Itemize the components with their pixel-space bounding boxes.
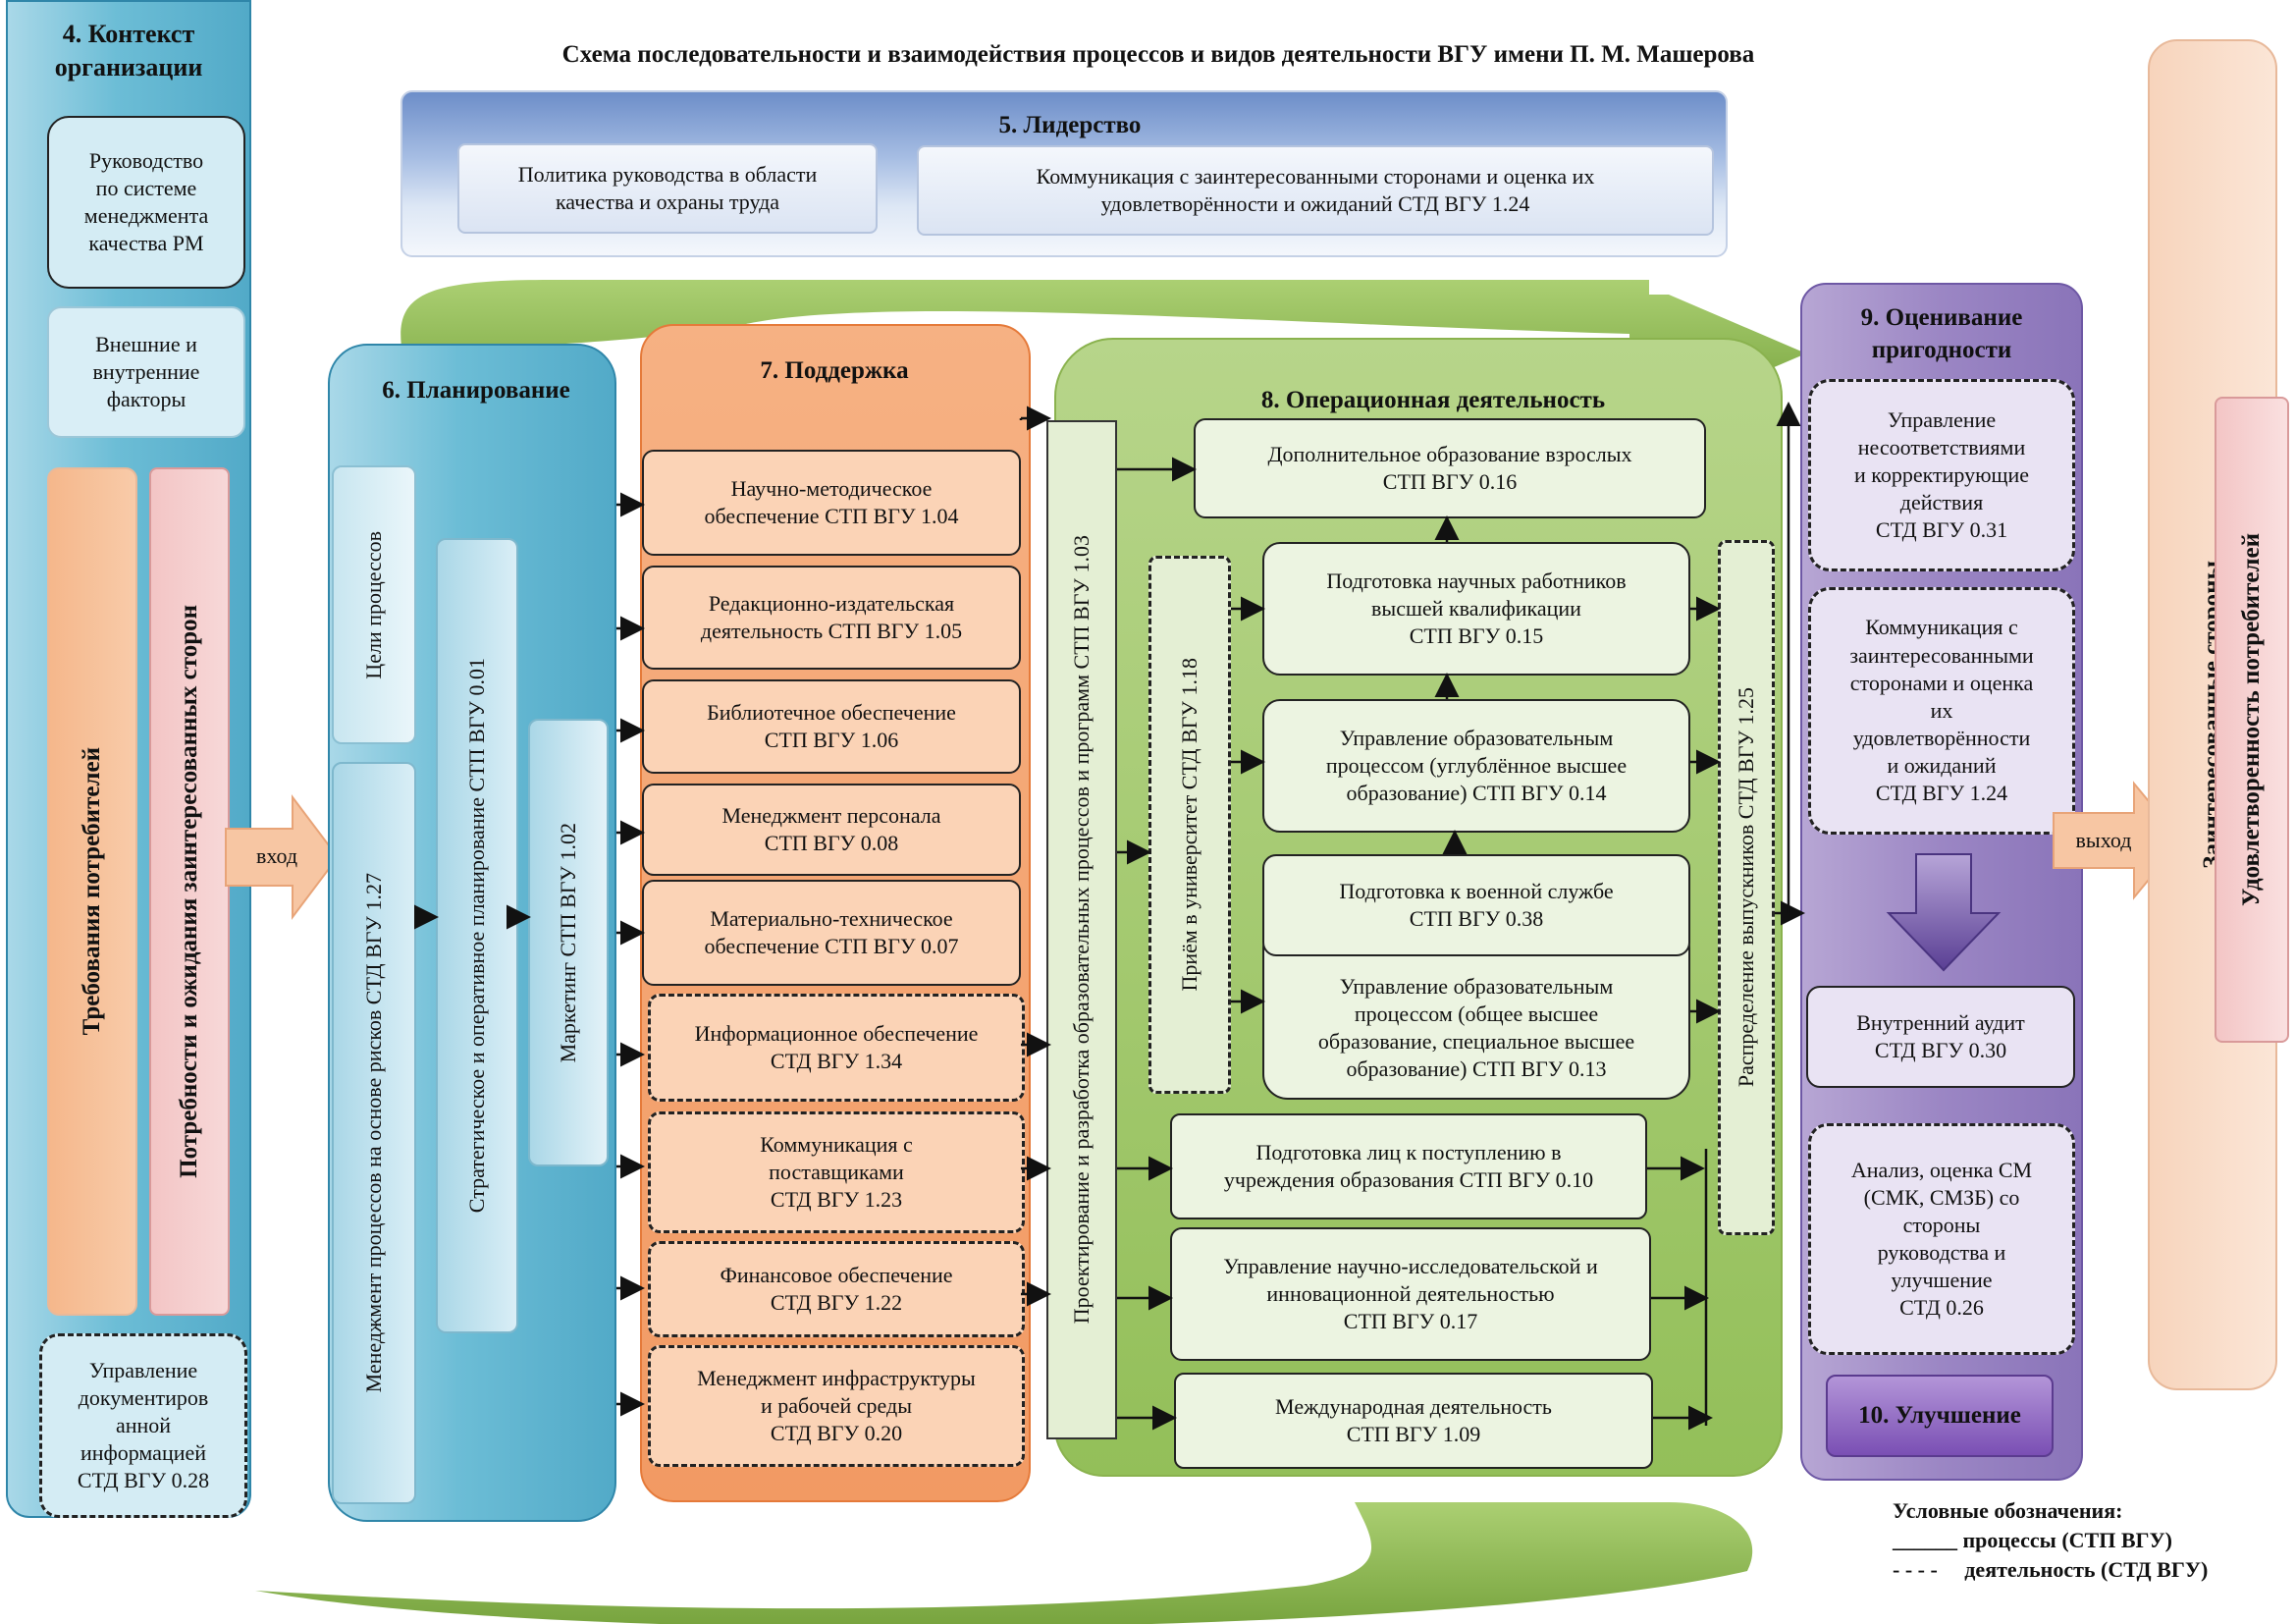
docs-management-box: Управление документиров анной информацие…: [39, 1333, 247, 1518]
research-management-box: Управление научно-исследовательской и ин…: [1170, 1227, 1651, 1361]
risk-management-box: Менеджмент процессов на основе рисков СТ…: [332, 762, 416, 1504]
marketing-box: Маркетинг СТП ВГУ 1.02: [528, 719, 609, 1166]
diagram-title: Схема последовательности и взаимодействи…: [561, 41, 1755, 68]
support-item: Редакционно-издательская деятельность СТ…: [642, 566, 1021, 670]
military-training-box: Подготовка к военной службе СТП ВГУ 0.38: [1262, 854, 1690, 956]
support-header: 7. Поддержка: [760, 357, 909, 384]
evaluation-header: 9. Оценивание пригодности: [1860, 304, 2023, 363]
factors-box: Внешние и внутренние факторы: [47, 306, 245, 438]
leadership-policy-box: Политика руководства в области качества …: [457, 143, 878, 234]
graduate-distribution-box: Распределение выпускников СТД ВГУ 1.25: [1718, 540, 1775, 1235]
support-item: Коммуникация с поставщиками СТД ВГУ 1.23: [648, 1111, 1025, 1233]
down-arrow-icon: [1886, 853, 2002, 972]
input-arrow: [225, 794, 340, 920]
support-item: Менеджмент инфраструктуры и рабочей сред…: [648, 1345, 1025, 1467]
input-label: вход: [255, 842, 298, 868]
improvement-box: 10. Улучшение: [1826, 1375, 2054, 1457]
adult-education-box: Дополнительное образование взрослых СТП …: [1194, 418, 1706, 518]
process-goals-box: Цели процессов: [332, 465, 416, 744]
support-item: Финансовое обеспечение СТД ВГУ 1.22: [648, 1241, 1025, 1337]
design-programs-box: Проектирование и разработка образователь…: [1046, 420, 1117, 1439]
leadership-communication-box: Коммуникация с заинтересованными сторона…: [917, 145, 1714, 236]
strategic-planning-box: Стратегическое и оперативное планировани…: [436, 538, 518, 1333]
support-item: Материально-техническое обеспечение СТП …: [642, 880, 1021, 986]
support-item: Менеджмент персонала СТП ВГУ 0.08: [642, 784, 1021, 876]
evaluation-communication-box: Коммуникация с заинтересованными сторона…: [1808, 587, 2075, 835]
support-item: Информационное обеспечение СТД ВГУ 1.34: [648, 994, 1025, 1102]
international-activity-box: Международная деятельность СТП ВГУ 1.09: [1174, 1373, 1653, 1469]
operations-header: 8. Операционная деятельность: [1260, 387, 1606, 413]
management-review-box: Анализ, оценка СМ (СМК, СМЗБ) со стороны…: [1808, 1123, 2075, 1355]
legend-activity: - - - - деятельность (СТД ВГУ): [1893, 1557, 2209, 1582]
support-item: Библиотечное обеспечение СТП ВГУ 1.06: [642, 679, 1021, 774]
legend-process: ______ процессы (СТП ВГУ): [1893, 1528, 2172, 1552]
consumer-requirements-bar: Требования потребителей: [47, 467, 137, 1316]
internal-audit-box: Внутренний аудит СТД ВГУ 0.30: [1806, 986, 2075, 1088]
nonconformity-box: Управление несоответствиями и корректиру…: [1808, 379, 2075, 571]
rm-box: Руководство по системе менеджмента качес…: [47, 116, 245, 289]
legend-title: Условные обозначения:: [1893, 1498, 2123, 1523]
support-item: Научно-методическое обеспечение СТП ВГУ …: [642, 450, 1021, 556]
pre-entry-training-box: Подготовка лиц к поступлению в учреждени…: [1170, 1113, 1647, 1219]
context-header: 4. Контекст организации: [54, 20, 203, 81]
satisfaction-bar: Удовлетворенность потребителей: [2215, 397, 2289, 1043]
output-label: выход: [2075, 827, 2132, 852]
admission-box: Приём в университет СТД ВГУ 1.18: [1148, 556, 1231, 1094]
advanced-education-box: Управление образовательным процессом (уг…: [1262, 699, 1690, 833]
scientists-training-box: Подготовка научных работников высшей ква…: [1262, 542, 1690, 676]
planning-header: 6. Планирование: [382, 377, 570, 404]
leadership-header: 5. Лидерство: [998, 112, 1142, 138]
stakeholder-needs-bar: Потребности и ожидания заинтересованных …: [149, 467, 230, 1316]
